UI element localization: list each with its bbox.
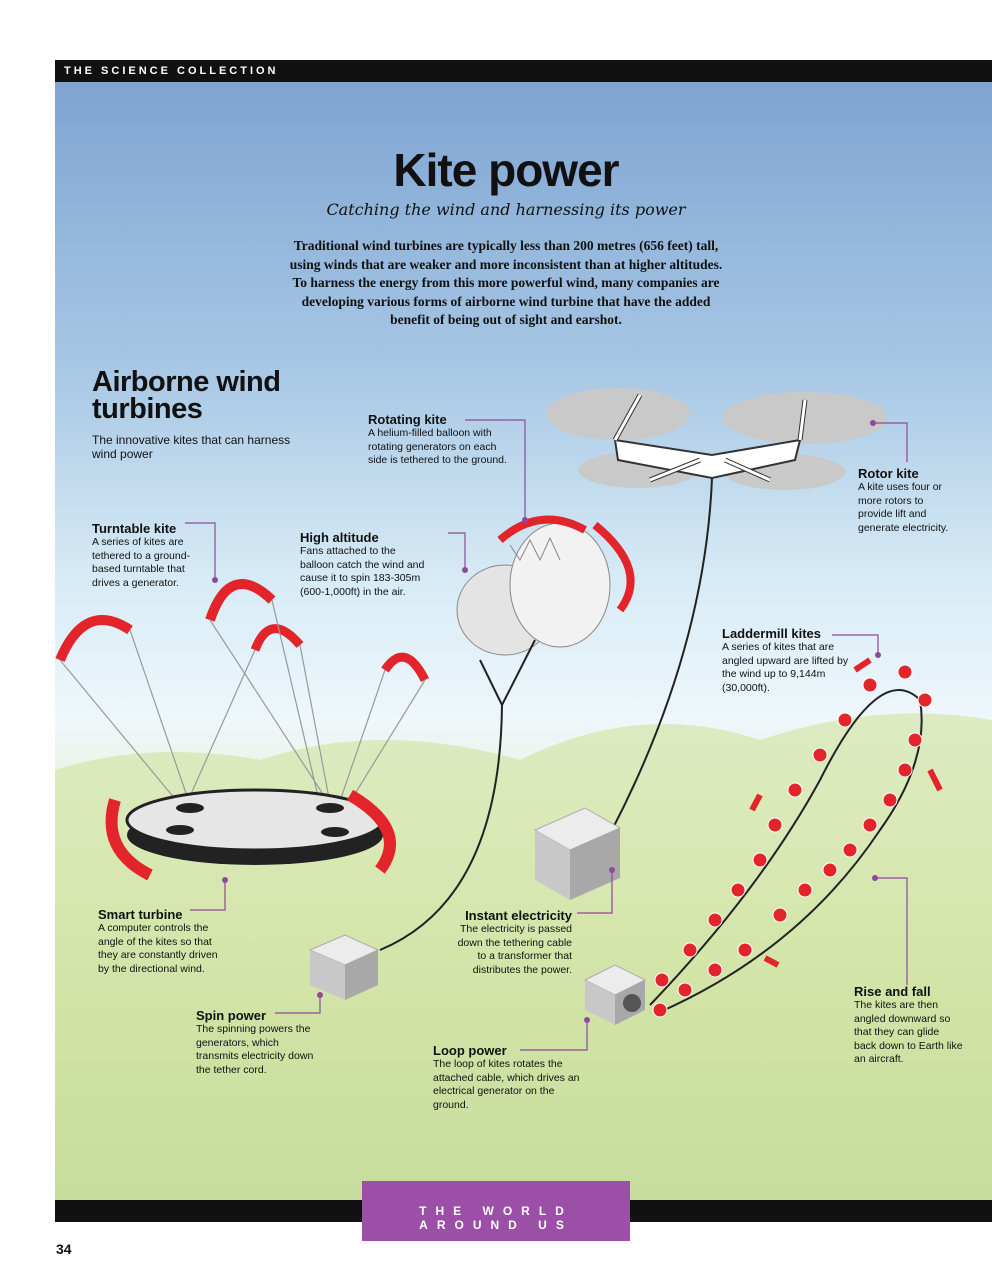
label-instant-text: The electricity is passed down the tethe… <box>457 923 572 976</box>
label-rise: Rise and fall The kites are then angled … <box>854 984 964 1067</box>
label-altitude: High altitude Fans attached to the ballo… <box>300 530 425 599</box>
page-number: 34 <box>56 1241 72 1257</box>
label-rise-text: The kites are then angled downward so th… <box>854 999 963 1066</box>
page-subtitle: Catching the wind and harnessing its pow… <box>326 200 686 219</box>
transformer-box <box>533 807 622 900</box>
series-label: THE SCIENCE COLLECTION <box>64 65 279 77</box>
label-instant: Instant electricity The electricity is p… <box>452 908 572 977</box>
label-spin: Spin power The spinning powers the gener… <box>196 1008 316 1077</box>
label-rotor-title: Rotor kite <box>858 466 919 481</box>
rotating-balloon-drawing <box>379 515 635 951</box>
label-turntable-text: A series of kites are tethered to a grou… <box>92 536 191 589</box>
illustration-panel <box>55 82 992 1200</box>
label-rise-title: Rise and fall <box>854 984 931 999</box>
label-laddermill: Laddermill kites A series of kites that … <box>722 626 852 695</box>
label-altitude-title: High altitude <box>300 530 379 545</box>
turntable-drawing <box>105 788 396 881</box>
label-altitude-text: Fans attached to the balloon catch the w… <box>300 545 425 598</box>
section-subtitle: The innovative kites that can harness wi… <box>92 433 291 461</box>
label-laddermill-title: Laddermill kites <box>722 626 821 641</box>
label-turntable-title: Turntable kite <box>92 521 177 536</box>
label-spin-text: The spinning powers the generators, whic… <box>196 1023 314 1076</box>
loop-generator-box <box>583 964 647 1025</box>
label-smart: Smart turbine A computer controls the an… <box>98 907 218 976</box>
label-rotating: Rotating kite A helium-filled balloon wi… <box>368 412 508 468</box>
top-bar: THE SCIENCE COLLECTION <box>55 60 992 82</box>
spin-generator-box <box>308 934 380 1000</box>
label-instant-title: Instant electricity <box>465 908 572 923</box>
section-tab: THE WORLD AROUND US <box>362 1181 630 1241</box>
label-rotor: Rotor kite A kite uses four or more roto… <box>858 466 958 535</box>
label-rotating-text: A helium-filled balloon with rotating ge… <box>368 427 507 467</box>
label-laddermill-text: A series of kites that are angled upward… <box>722 641 849 694</box>
intro-paragraph: Traditional wind turbines are typically … <box>289 238 723 327</box>
rotor-kite-drawing <box>546 388 887 831</box>
label-turntable: Turntable kite A series of kites are tet… <box>92 521 212 590</box>
label-loop-title: Loop power <box>433 1043 507 1058</box>
label-loop-text: The loop of kites rotates the attached c… <box>433 1058 580 1111</box>
laddermill-drawing <box>649 657 943 1018</box>
leader-dots <box>212 420 881 1023</box>
section-tab-label: THE WORLD AROUND US <box>419 1204 573 1232</box>
page-title: Kite power <box>393 144 619 196</box>
turntable-kites-drawing <box>55 579 430 831</box>
label-loop: Loop power The loop of kites rotates the… <box>433 1043 583 1112</box>
kite-illustration <box>55 388 992 1200</box>
label-rotating-title: Rotating kite <box>368 412 447 427</box>
label-spin-title: Spin power <box>196 1008 267 1023</box>
label-smart-text: A computer controls the angle of the kit… <box>98 922 218 975</box>
section-title: Airborne wind turbines <box>92 366 281 425</box>
label-smart-title: Smart turbine <box>98 907 183 922</box>
leader-lines <box>185 419 908 1051</box>
label-rotor-text: A kite uses four or more rotors to provi… <box>858 481 949 534</box>
